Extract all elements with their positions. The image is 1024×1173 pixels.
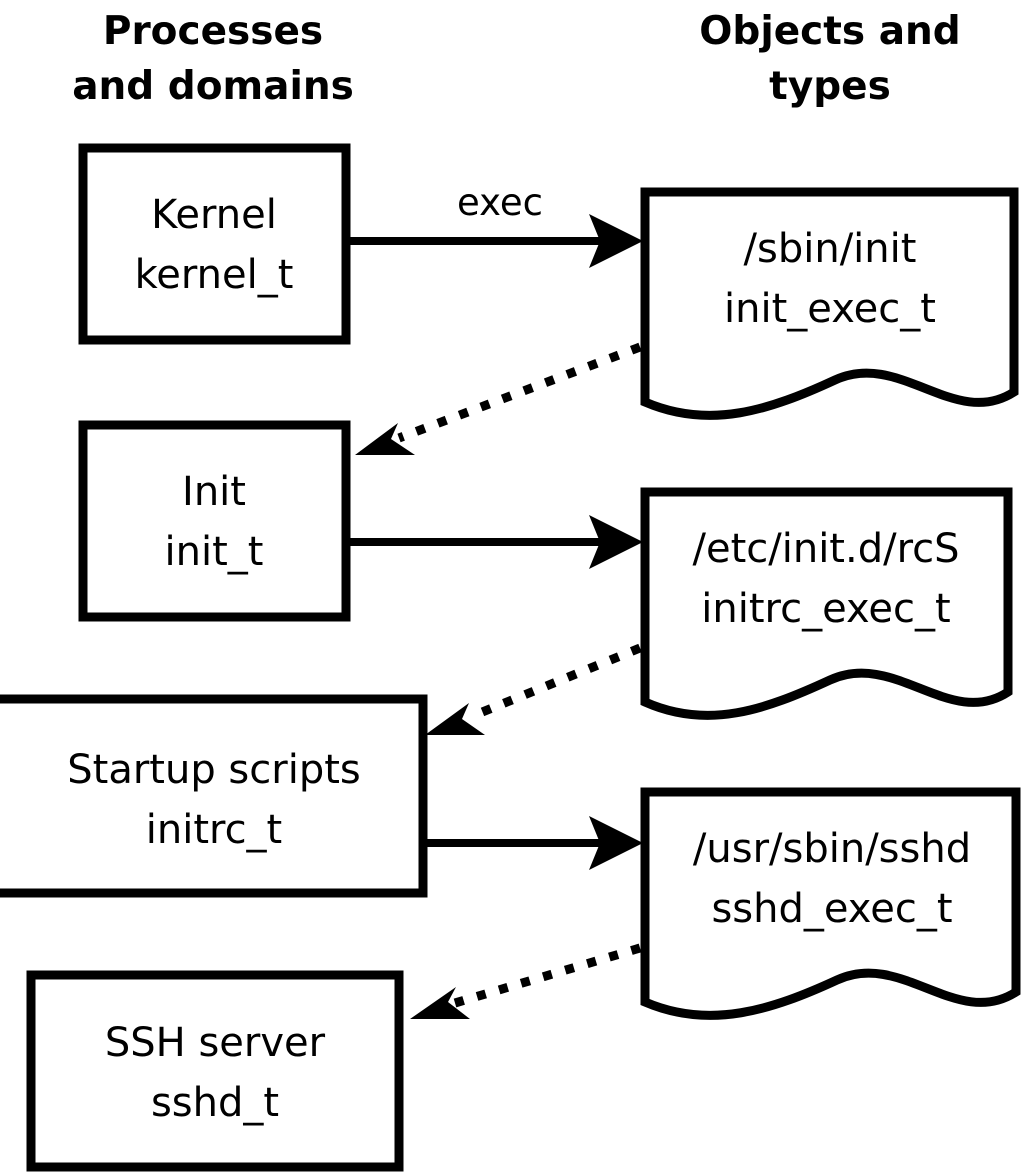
process-node-kernel-name: Kernel xyxy=(151,192,277,238)
object-node-initrc_exec-type: initrc_exec_t xyxy=(701,586,950,632)
edge-init-exec-initrc_exec xyxy=(350,515,643,569)
edge-init_exec-transition-init xyxy=(355,342,642,455)
object-node-init_exec-document-shape[interactable] xyxy=(640,187,1019,420)
arrow-head-icon xyxy=(589,515,643,569)
object-node-init_exec-type: init_exec_t xyxy=(724,286,936,332)
process-node-kernel-box[interactable] xyxy=(78,143,351,345)
column-title-processes-line2: and domains xyxy=(72,64,354,109)
arrow-head-icon xyxy=(589,816,643,870)
arrow-head-icon xyxy=(410,987,470,1019)
process-node-initrc-name: Startup scripts xyxy=(67,747,360,793)
object-node-initrc_exec-document-shape[interactable] xyxy=(640,487,1013,720)
arrow-head-icon xyxy=(425,703,485,735)
arrow-head-icon xyxy=(355,423,415,455)
process-node-sshd-name: SSH server xyxy=(105,1020,326,1066)
column-title-processes: Processes and domains xyxy=(72,9,354,109)
column-title-objects-line2: types xyxy=(769,64,891,109)
edge-line-dotted xyxy=(397,342,642,443)
process-node-init-type: init_t xyxy=(165,529,264,575)
edge-label-exec: exec xyxy=(457,181,543,224)
process-node-sshd[interactable]: SSH server sshd_t xyxy=(26,970,404,1172)
process-node-kernel-type: kernel_t xyxy=(135,252,294,298)
process-node-initrc-box[interactable] xyxy=(0,694,428,898)
column-title-objects-line1: Objects and xyxy=(699,9,960,54)
arrow-head-icon xyxy=(589,214,643,268)
process-node-initrc-type: initrc_t xyxy=(146,807,283,853)
edge-line-dotted xyxy=(453,943,642,1008)
edge-kernel-exec-init_exec: exec xyxy=(350,181,643,268)
object-node-sshd_exec-path: /usr/sbin/sshd xyxy=(693,826,971,872)
process-node-kernel[interactable]: Kernel kernel_t xyxy=(78,143,351,345)
process-node-sshd-type: sshd_t xyxy=(151,1080,279,1126)
process-node-init-name: Init xyxy=(182,469,246,515)
object-node-initrc_exec-path: /etc/init.d/rcS xyxy=(692,526,959,572)
edge-line-dotted xyxy=(468,643,642,722)
edge-initrc-exec-sshd_exec xyxy=(427,816,643,870)
edge-initrc_exec-transition-initrc xyxy=(425,643,642,735)
process-node-sshd-box[interactable] xyxy=(26,970,404,1172)
process-node-initrc[interactable]: Startup scripts initrc_t xyxy=(0,694,428,898)
object-node-init_exec[interactable]: /sbin/init init_exec_t xyxy=(640,187,1019,420)
process-node-init-box[interactable] xyxy=(78,420,351,622)
object-node-init_exec-path: /sbin/init xyxy=(744,226,917,272)
process-node-init[interactable]: Init init_t xyxy=(78,420,351,622)
object-node-initrc_exec[interactable]: /etc/init.d/rcS initrc_exec_t xyxy=(640,487,1013,720)
object-node-sshd_exec-document-shape[interactable] xyxy=(640,787,1021,1020)
object-node-sshd_exec-type: sshd_exec_t xyxy=(711,886,952,932)
column-title-objects: Objects and types xyxy=(699,9,960,109)
edge-sshd_exec-transition-sshd xyxy=(410,943,642,1019)
column-title-processes-line1: Processes xyxy=(103,9,323,54)
object-node-sshd_exec[interactable]: /usr/sbin/sshd sshd_exec_t xyxy=(640,787,1021,1020)
